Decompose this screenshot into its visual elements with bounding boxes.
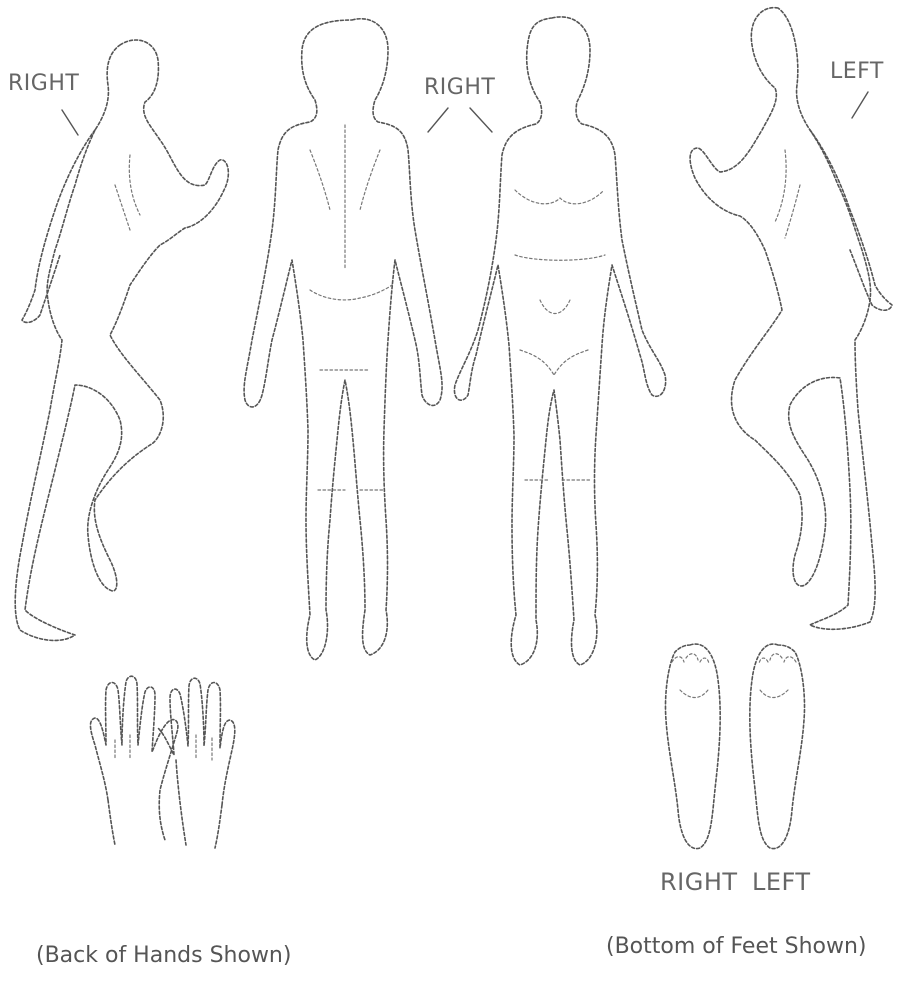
figure-front-view <box>454 17 665 665</box>
label-feet-left: LEFT <box>752 868 811 896</box>
hands-diagram <box>90 676 234 848</box>
label-right-side: RIGHT <box>8 71 79 96</box>
right-pointer-lines <box>428 108 492 132</box>
caption-feet: (Bottom of Feet Shown) <box>606 934 867 959</box>
figure-left-side <box>690 8 892 630</box>
caption-hands: (Back of Hands Shown) <box>36 943 291 968</box>
figure-right-side <box>15 40 228 640</box>
figure-back-view <box>244 19 442 660</box>
label-right-center: RIGHT <box>424 75 495 100</box>
feet-diagram <box>665 644 804 849</box>
label-feet-right: RIGHT <box>660 868 738 896</box>
label-left-side: LEFT <box>830 59 884 84</box>
